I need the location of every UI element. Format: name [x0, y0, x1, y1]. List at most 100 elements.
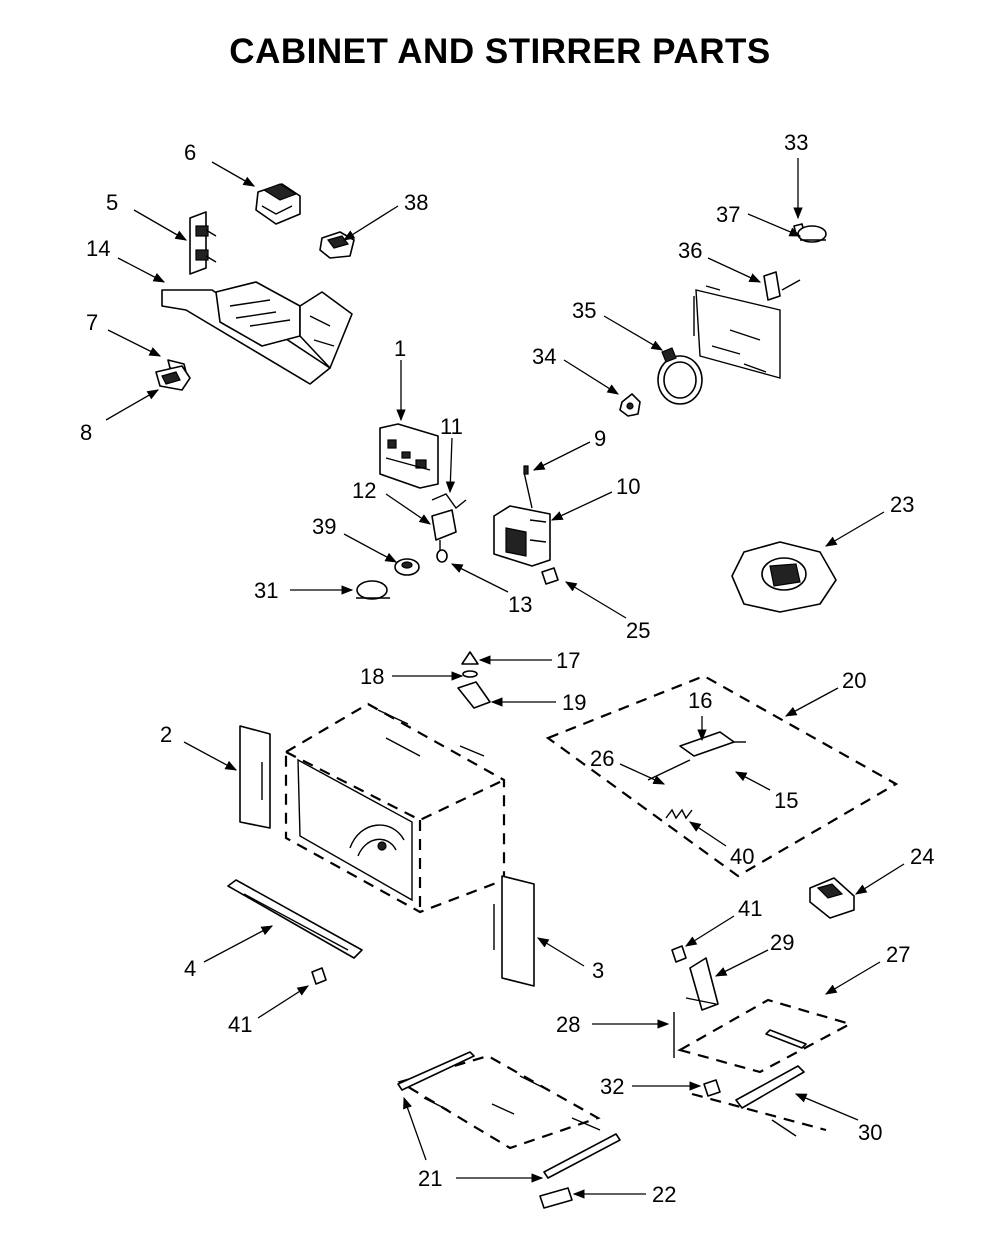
- leader-11: [445, 437, 456, 494]
- leader-13: [450, 563, 509, 593]
- leader-36: [707, 257, 762, 283]
- part-5-interlock-bracket: [189, 211, 217, 275]
- callout-11: 11: [440, 414, 463, 439]
- callout-10: 10: [616, 474, 640, 499]
- callout-28: 28: [556, 1012, 580, 1037]
- callout-41-left: 41: [228, 1012, 252, 1037]
- part-35-stirrer-motor-ring: [657, 347, 703, 405]
- part-8-fuse-holder: [155, 365, 191, 391]
- leader-37: [747, 213, 802, 237]
- callout-39: 39: [312, 514, 336, 539]
- leader-15: [734, 771, 771, 791]
- part-1-circuit-board: [379, 423, 439, 489]
- leader-12: [385, 493, 431, 525]
- part-9-wire-lead: [523, 465, 533, 509]
- callout-30: 30: [858, 1120, 882, 1145]
- leader-35: [603, 315, 664, 351]
- part-19-shaft-bracket: [457, 681, 491, 709]
- callout-7: 7: [86, 310, 98, 335]
- callout-38: 38: [404, 190, 428, 215]
- callout-5: 5: [106, 190, 118, 215]
- callout-29: 29: [770, 930, 794, 955]
- part-13-grommet: [436, 549, 448, 563]
- callout-31: 31: [254, 578, 278, 603]
- callout-13: 13: [508, 592, 532, 617]
- part-25-screw: [541, 567, 559, 585]
- callout-21: 21: [418, 1166, 442, 1191]
- leader-lines: [105, 158, 905, 1199]
- part-41-screw-right: [671, 945, 687, 963]
- leader-20: [784, 687, 839, 717]
- part-4-front-trim-rail: [227, 879, 363, 959]
- part-38-switch: [319, 231, 355, 259]
- leader-41-left: [257, 985, 309, 1019]
- part-12-bracket: [431, 509, 457, 552]
- callout-27: 27: [886, 942, 910, 967]
- part-21-cavity-floor-rails: [397, 1051, 621, 1179]
- callout-24: 24: [910, 844, 934, 869]
- callout-1: 1: [394, 336, 406, 361]
- part-32-screw: [703, 1079, 721, 1097]
- leader-21a: [403, 1096, 427, 1161]
- callout-3: 3: [592, 958, 604, 983]
- part-18-washer: [462, 670, 478, 678]
- part-29-hinge-bracket: [685, 957, 719, 1011]
- part-31-thermostat: [356, 580, 390, 600]
- part-10-transformer: [493, 505, 551, 567]
- leader-6: [211, 161, 256, 187]
- callout-26: 26: [590, 746, 614, 771]
- part-3-right-side-panel: [493, 875, 535, 987]
- leader-30: [794, 1093, 859, 1121]
- callout-15: 15: [774, 788, 798, 813]
- part-23-blower-assembly: [731, 541, 837, 613]
- callout-23: 23: [890, 492, 914, 517]
- callout-22: 22: [652, 1182, 676, 1207]
- leader-5: [133, 209, 188, 241]
- part-27-door-frame-outline: [677, 998, 853, 1074]
- leader-14: [117, 257, 166, 283]
- callout-19: 19: [562, 690, 586, 715]
- oven-cavity: [284, 702, 506, 914]
- callout-12: 12: [352, 478, 376, 503]
- leader-34: [563, 359, 619, 395]
- callout-16: 16: [688, 688, 712, 713]
- part-41-screw-left: [311, 967, 327, 985]
- leader-4: [203, 925, 274, 963]
- callout-40: 40: [730, 844, 754, 869]
- leader-7: [107, 329, 162, 357]
- part-6-switch-housing: [255, 183, 301, 225]
- part-39-magnet-ring: [394, 558, 420, 576]
- callout-2: 2: [160, 722, 172, 747]
- callout-25: 25: [626, 618, 650, 643]
- diagram-title: CABINET AND STIRRER PARTS: [229, 32, 771, 71]
- leader-25: [564, 581, 627, 619]
- part-2-left-side-panel: [239, 725, 271, 829]
- leader-10: [550, 491, 613, 521]
- part-24-connector-block: [809, 877, 855, 919]
- leader-24: [855, 863, 905, 895]
- leader-8: [105, 389, 160, 421]
- part-40-spring: [665, 808, 693, 820]
- callout-34: 34: [532, 344, 556, 369]
- leader-26: [619, 763, 666, 785]
- leader-41-right: [685, 915, 735, 947]
- part-16-26-15-stirrer-assembly: [647, 731, 746, 781]
- leader-38: [343, 205, 399, 241]
- part-20-base-plate-outline: [545, 674, 899, 878]
- leader-27: [824, 961, 881, 995]
- leader-29: [714, 949, 769, 977]
- callout-8: 8: [80, 420, 92, 445]
- callout-6: 6: [184, 140, 196, 165]
- leader-3: [537, 937, 585, 967]
- part-37-thermal-cutout: [797, 225, 827, 243]
- part-17-stirrer-cap: [461, 651, 479, 665]
- leader-23: [824, 511, 885, 547]
- stirrer-motor-bracket: [693, 285, 781, 379]
- leader-2: [183, 741, 238, 771]
- callout-17: 17: [556, 648, 580, 673]
- callout-20: 20: [842, 668, 866, 693]
- callout-9: 9: [594, 426, 606, 451]
- callout-32: 32: [600, 1074, 624, 1099]
